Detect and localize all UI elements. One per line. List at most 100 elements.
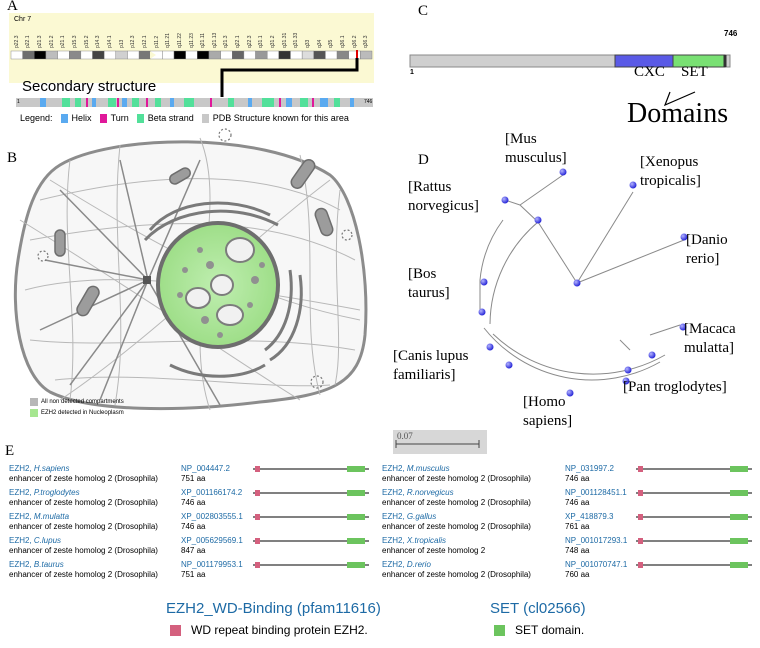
wd-binding-domain bbox=[638, 562, 643, 568]
secondary-structure-title: Secondary structure bbox=[22, 78, 157, 95]
pfam-wd-binding-desc: WD repeat binding protein EZH2. bbox=[170, 623, 368, 637]
structure-mark bbox=[170, 98, 174, 107]
structure-mark bbox=[210, 98, 212, 107]
gene-name-link[interactable]: EZH2, M.mulatta bbox=[9, 512, 70, 521]
taxon-mus: [Mus musculus] bbox=[505, 131, 567, 166]
gene-name-link[interactable]: EZH2, G.gallus bbox=[382, 512, 437, 521]
set-domain-mark bbox=[730, 538, 748, 544]
domain-track bbox=[636, 538, 752, 544]
structure-mark bbox=[117, 98, 119, 107]
endoplasmic-reticulum bbox=[143, 201, 303, 378]
legend-title: Legend: bbox=[20, 113, 53, 124]
nucleoli bbox=[185, 237, 255, 326]
chromosome-band bbox=[173, 50, 186, 60]
structure-mark bbox=[286, 98, 292, 107]
structure-mark bbox=[146, 98, 148, 107]
scale-bar-box: 0.07 bbox=[393, 430, 487, 454]
centromere bbox=[150, 51, 156, 59]
protein-length: 751 aa bbox=[181, 570, 206, 579]
domain-track bbox=[253, 538, 369, 544]
accession-link[interactable]: XP_002803555.1 bbox=[181, 512, 243, 521]
wd-binding-domain bbox=[638, 538, 643, 544]
domain-pointer bbox=[663, 91, 696, 107]
accession-link[interactable]: NP_001179953.1 bbox=[181, 560, 243, 569]
accession-link[interactable]: XP_005629569.1 bbox=[181, 536, 243, 545]
gene-description: enhancer of zeste homolog 2 (Drosophila) bbox=[9, 474, 158, 483]
structure-mark bbox=[108, 98, 116, 107]
chromosome-band bbox=[325, 50, 338, 60]
tree-nodes bbox=[478, 168, 688, 397]
legend-nucleoplasm: EZH2 detected in Nucleoplasm bbox=[30, 409, 124, 417]
chromosome-band bbox=[34, 50, 47, 60]
taxon-homo: [Homo sapiens] bbox=[523, 394, 573, 429]
chromosome-band bbox=[360, 50, 373, 60]
gene-description: enhancer of zeste homolog 2 (Drosophila) bbox=[9, 498, 158, 507]
protein-length: 746 aa bbox=[565, 474, 590, 483]
structure-mark bbox=[334, 98, 340, 107]
structure-mark bbox=[92, 98, 96, 107]
set-domain-mark bbox=[730, 562, 748, 568]
wd-binding-domain bbox=[638, 466, 643, 472]
accession-link[interactable]: NP_031997.2 bbox=[565, 464, 614, 473]
chromosome-band bbox=[115, 50, 128, 60]
set-domain-mark bbox=[347, 490, 365, 496]
set-domain-mark bbox=[730, 490, 748, 496]
gene-description: enhancer of zeste homolog 2 bbox=[382, 546, 486, 555]
protein-length: 748 aa bbox=[565, 546, 590, 555]
protein-length: 847 aa bbox=[181, 546, 206, 555]
taxon-bos: [Bos taurus] bbox=[408, 266, 450, 301]
mitochondria bbox=[54, 159, 334, 317]
gene-name-link[interactable]: EZH2, P.troglodytes bbox=[9, 488, 80, 497]
chromosome-band bbox=[208, 50, 221, 60]
panel-letter-b: B bbox=[7, 150, 18, 166]
centrosome bbox=[143, 276, 151, 284]
chromosome-band bbox=[243, 50, 256, 60]
set-domain-mark bbox=[347, 538, 365, 544]
gene-description: enhancer of zeste homolog 2 (Drosophila) bbox=[382, 474, 531, 483]
legend-helix: Helix bbox=[60, 113, 92, 124]
structure-mark bbox=[300, 98, 308, 107]
gene-name-link[interactable]: EZH2, M.musculus bbox=[382, 464, 450, 473]
accession-link[interactable]: XP_001166174.2 bbox=[181, 488, 243, 497]
wd-binding-domain bbox=[255, 538, 260, 544]
locus-connector bbox=[220, 58, 359, 97]
structure-mark bbox=[86, 98, 88, 107]
chromosome-band bbox=[92, 50, 105, 60]
wd-binding-domain bbox=[638, 490, 643, 496]
structure-mark bbox=[75, 98, 81, 107]
structure-mark bbox=[184, 98, 194, 107]
structure-mark bbox=[350, 98, 354, 107]
gene-name-link[interactable]: EZH2, R.norvegicus bbox=[382, 488, 454, 497]
legend-non-detected: All non detected compartments bbox=[30, 398, 124, 406]
gene-name-link[interactable]: EZH2, X.tropicalis bbox=[382, 536, 447, 545]
chromosome-band bbox=[127, 50, 140, 60]
structure-mark bbox=[262, 98, 274, 107]
chromosome-band bbox=[69, 50, 82, 60]
accession-link[interactable]: NP_004447.2 bbox=[181, 464, 230, 473]
gene-name-link[interactable]: EZH2, B.taurus bbox=[9, 560, 64, 569]
pfam-set-desc: SET domain. bbox=[494, 623, 584, 637]
gene-name-link[interactable]: EZH2, C.lupus bbox=[9, 536, 62, 545]
scale-label: 0.07 bbox=[397, 431, 413, 441]
structure-mark bbox=[279, 98, 281, 107]
accession-link[interactable]: XP_418879.3 bbox=[565, 512, 614, 521]
domain-track bbox=[253, 466, 369, 472]
secondary-structure-track bbox=[16, 98, 373, 107]
scale-bar bbox=[395, 440, 480, 448]
accession-link[interactable]: NP_001128451.1 bbox=[565, 488, 627, 497]
taxon-xenopus: [Xenopus tropicalis] bbox=[640, 154, 701, 189]
chromosome-band bbox=[10, 50, 23, 60]
accession-link[interactable]: NP_001070747.1 bbox=[565, 560, 628, 569]
gene-name-link[interactable]: EZH2, H.sapiens bbox=[9, 464, 70, 473]
structure-mark bbox=[132, 98, 139, 107]
wd-binding-domain bbox=[638, 514, 643, 520]
protein-length: 751 aa bbox=[181, 474, 206, 483]
set-domain-mark bbox=[347, 514, 365, 520]
gene-description: enhancer of zeste homolog 2 (Drosophila) bbox=[9, 546, 158, 555]
chromosome-ideogram bbox=[10, 50, 373, 60]
accession-link[interactable]: NP_001017293.1 bbox=[565, 536, 628, 545]
protein-length: 746 aa bbox=[565, 498, 590, 507]
vesicles bbox=[37, 128, 353, 389]
gene-name-link[interactable]: EZH2, D.rerio bbox=[382, 560, 431, 569]
wd-binding-domain bbox=[255, 490, 260, 496]
